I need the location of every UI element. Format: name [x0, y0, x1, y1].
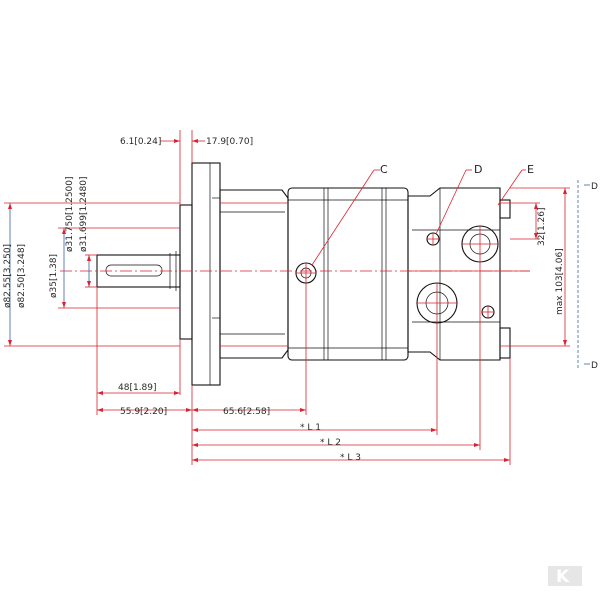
dim-flange-thickness: 6.1[0.24] — [120, 137, 161, 147]
dim-pilot-diameter-min: ø82.50[3.248] — [17, 244, 27, 308]
motor-outline — [96, 162, 511, 386]
callout-leaders — [311, 169, 590, 365]
logo-letter: K — [556, 567, 570, 587]
callout-d-bottom: D — [591, 361, 598, 371]
dim-pilot-diameter: ø82.55[3.250] — [3, 244, 13, 308]
dim-l3: * L 3 — [340, 453, 361, 463]
callout-c: C — [380, 163, 388, 176]
dim-shaft-to-flange: 48[1.89] — [118, 383, 157, 393]
dimension-lines — [8, 139, 579, 462]
brand-logo: K — [548, 566, 582, 587]
pilot — [179, 204, 193, 340]
dim-key-diameter: ø35[1.38] — [49, 254, 59, 298]
dim-shaft-length: 55.9[2.20] — [120, 407, 167, 417]
bearing-housing — [219, 189, 289, 359]
key — [105, 264, 163, 277]
dim-pilot-length: 17.9[0.70] — [206, 137, 253, 147]
dim-l2: * L 2 — [320, 438, 341, 448]
center-lines — [4, 187, 570, 347]
extension-lines — [96, 130, 511, 465]
dim-l1: * L 1 — [300, 423, 321, 433]
mounting-flange — [191, 162, 221, 386]
callout-e: E — [527, 163, 534, 176]
dim-shaft-diameter: ø31.750[1.2500] — [65, 176, 75, 252]
dim-max-height: max 103[4.06] — [555, 248, 565, 315]
dim-port-offset: 32[1.26] — [537, 207, 547, 246]
port-housing — [407, 187, 501, 361]
dim-flange-to-port: 65.6[2.58] — [223, 407, 270, 417]
dim-shaft-diameter-min: ø31.699[1.2480] — [79, 176, 89, 252]
callout-d-top: D — [591, 182, 598, 192]
callout-d: D — [474, 163, 482, 176]
